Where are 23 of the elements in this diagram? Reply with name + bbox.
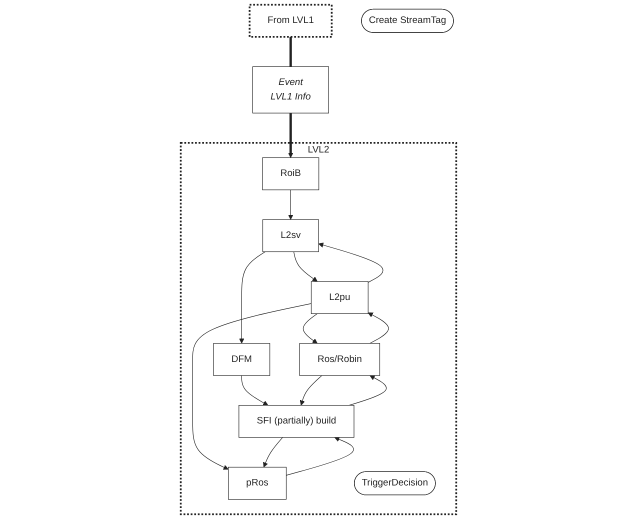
node-box: SFI (partially) build (238, 405, 354, 438)
connector (288, 36, 292, 67)
arrow (240, 375, 268, 406)
arrow (299, 375, 322, 406)
arrow (367, 312, 388, 344)
node-box: pRos (228, 466, 286, 500)
arrow (302, 313, 318, 344)
arrow (288, 113, 293, 158)
arrow (262, 437, 282, 468)
node-box: Ros/Robin (298, 343, 380, 376)
node-box: RoiB (262, 157, 319, 190)
node-box: DFM (212, 343, 270, 376)
node-box: L2sv (262, 219, 318, 252)
arrow (288, 190, 293, 220)
node-box: Event LVL1 Info (252, 66, 328, 114)
arrow (285, 436, 354, 476)
arrow (318, 242, 383, 283)
arrow (238, 251, 266, 344)
node-box: L2pu (310, 281, 368, 314)
node-box: From LVL1 (248, 4, 332, 38)
arrow (292, 251, 318, 282)
arrow (348, 375, 386, 406)
arrow (192, 303, 312, 470)
